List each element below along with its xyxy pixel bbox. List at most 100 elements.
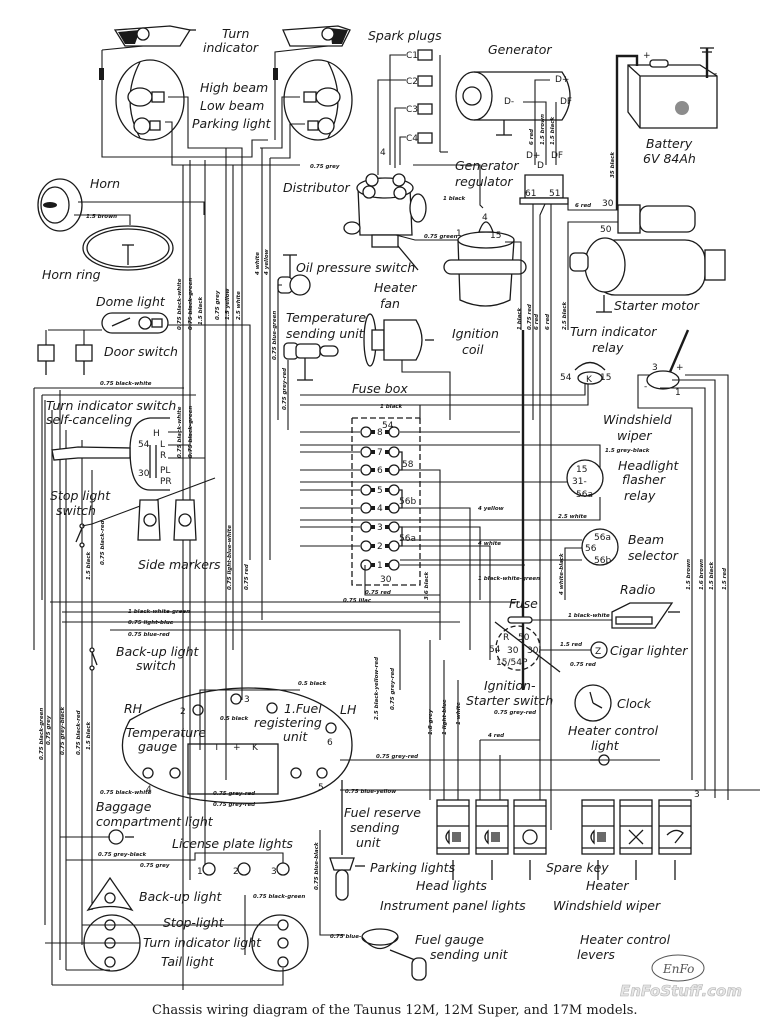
wire-label: 0.75 black-white: [100, 381, 152, 387]
terminal: 56b: [594, 556, 611, 566]
label-ignition-switch-2: Starter switch: [466, 693, 553, 708]
label-heater-fan-1: Heater: [374, 280, 417, 295]
wire-label: 35 black: [610, 152, 616, 178]
label-fuse-box: Fuse box: [352, 381, 408, 396]
switch-windshield-wiper: [658, 799, 692, 880]
wire-label: 0.75 grey-red: [376, 754, 418, 760]
wire-label: 1.5 brown: [686, 559, 692, 590]
label-heater-fan-2: fan: [380, 296, 400, 311]
wire-label: 0.75 black-green: [253, 894, 305, 900]
terminal: 2: [180, 707, 186, 717]
label-horn: Horn: [90, 176, 120, 191]
label-fuel-unit-2: registering: [254, 715, 322, 730]
wire-label: 1.5 black: [709, 562, 715, 590]
label-spark-plugs: Spark plugs: [368, 28, 442, 43]
wire-label: 1 black: [517, 307, 523, 330]
wire-label: 0.75 light-blue: [128, 620, 174, 626]
label-fuel-reserve-1: Fuel reserve: [344, 805, 421, 820]
wire-label: 1 black-white-green: [478, 576, 540, 582]
wire-label: 0.5 black: [298, 681, 326, 687]
wire-label: 0.75 black-white: [100, 790, 152, 796]
terminal: 15/54: [496, 658, 522, 668]
wire-label: 1 black-white: [568, 613, 610, 619]
fuse-number: 4: [377, 504, 383, 514]
wire-label: 0.75 lilac: [343, 598, 372, 604]
label-fuel-gauge-1: Fuel gauge: [415, 932, 484, 947]
terminal: 56: [585, 544, 597, 554]
terminal: PL: [160, 466, 170, 476]
terminal: 56a: [594, 533, 611, 543]
label-head-lights: Head lights: [416, 878, 487, 893]
wire-label: 4 white-black: [559, 553, 565, 595]
label-generator-regulator-1: Generator: [455, 158, 519, 173]
svg-text:EnFo: EnFo: [662, 962, 694, 976]
wire-label: 0.75 light-blue-white: [227, 525, 233, 590]
wire-label: 2.5 black-yellow-red: [374, 657, 380, 720]
fuse-box-wiring: [300, 431, 525, 660]
headlight-right: [283, 59, 353, 141]
label-temperature-sending-1: Temperature: [286, 310, 366, 325]
door-switch-1: [37, 344, 55, 375]
terminal: 3: [271, 867, 277, 877]
ignition-coil: [443, 221, 527, 307]
label-fuel-unit-1: 1.Fuel: [284, 701, 322, 716]
wire-label: 0.75 grey: [46, 715, 52, 745]
label-spare-key: Spare key: [546, 860, 609, 875]
label-low-beam: Low beam: [200, 98, 264, 113]
wire-label: 0.75 blue-black: [314, 842, 320, 890]
terminal: P: [522, 658, 528, 668]
label-beam-selector-1: Beam: [628, 532, 664, 547]
wire-label: 2.5 black: [562, 302, 568, 330]
fuse-number: 3: [377, 523, 383, 533]
wire-label: 1 light-blue: [442, 699, 448, 735]
fuse-1: 1: [360, 559, 400, 571]
terminal: 15: [490, 231, 501, 241]
fuse-6: 6: [360, 464, 400, 476]
cigar-lighter-z: Z: [595, 647, 601, 657]
terminal: D+: [526, 151, 540, 161]
terminal: 3: [694, 790, 700, 800]
terminal: 56a: [576, 490, 593, 500]
fuel-gauge-sending-unit: [361, 928, 427, 981]
main-harness: [44, 148, 271, 990]
wire-label: 0.75 blue-green: [272, 311, 278, 360]
switch-parking-lights: [436, 799, 470, 880]
inline-fuse: [507, 616, 533, 624]
wire-label: 4 white: [255, 252, 261, 275]
fuse-4: 4: [360, 502, 400, 514]
turn-indicator-switch: [51, 417, 170, 491]
label-side-markers: Side markers: [138, 557, 221, 572]
caption: Chassis wiring diagram of the Taunus 12M…: [152, 1003, 638, 1018]
heater-fan-icon: [628, 829, 644, 845]
wire-label: 0.75 grey-red: [390, 668, 396, 710]
terminal: 30: [138, 469, 150, 479]
label-generator-regulator-2: regulator: [455, 174, 513, 189]
terminal: 1: [675, 388, 681, 398]
terminal: 15: [576, 465, 587, 475]
label-turn-indicator: Turn: [222, 26, 249, 41]
spark-plugs: [417, 49, 448, 153]
wire-label: 4 yellow: [264, 248, 270, 275]
fuse-3: 3: [360, 521, 400, 533]
label-battery: Battery: [646, 136, 693, 151]
windshield-wiper: [646, 329, 690, 390]
terminal: 4: [146, 785, 152, 795]
label-heater-levers-1: Heater control: [580, 932, 671, 947]
terminal: 3: [652, 363, 658, 373]
wire-label: 1.5 yellow: [225, 287, 231, 320]
wire-label: 0.75 blue-red: [128, 632, 170, 638]
wire-label: 1.5 black: [86, 552, 92, 580]
terminal: 4: [482, 213, 488, 223]
generator: [455, 71, 571, 136]
label-turn-relay-2: relay: [592, 340, 624, 355]
label-headlight-flasher-1: Headlight: [618, 458, 679, 473]
label-horn-ring: Horn ring: [42, 267, 101, 282]
wire-label: 0.75 grey-red: [282, 368, 288, 410]
terminal: D+: [555, 75, 569, 85]
terminal: PR: [160, 477, 172, 487]
fuel-reserve-sending-unit: [329, 780, 365, 901]
horn: [37, 178, 83, 232]
ignition-starter-switch: [494, 621, 561, 673]
terminal: K: [252, 743, 259, 753]
wire-label: 4 white: [478, 541, 501, 547]
